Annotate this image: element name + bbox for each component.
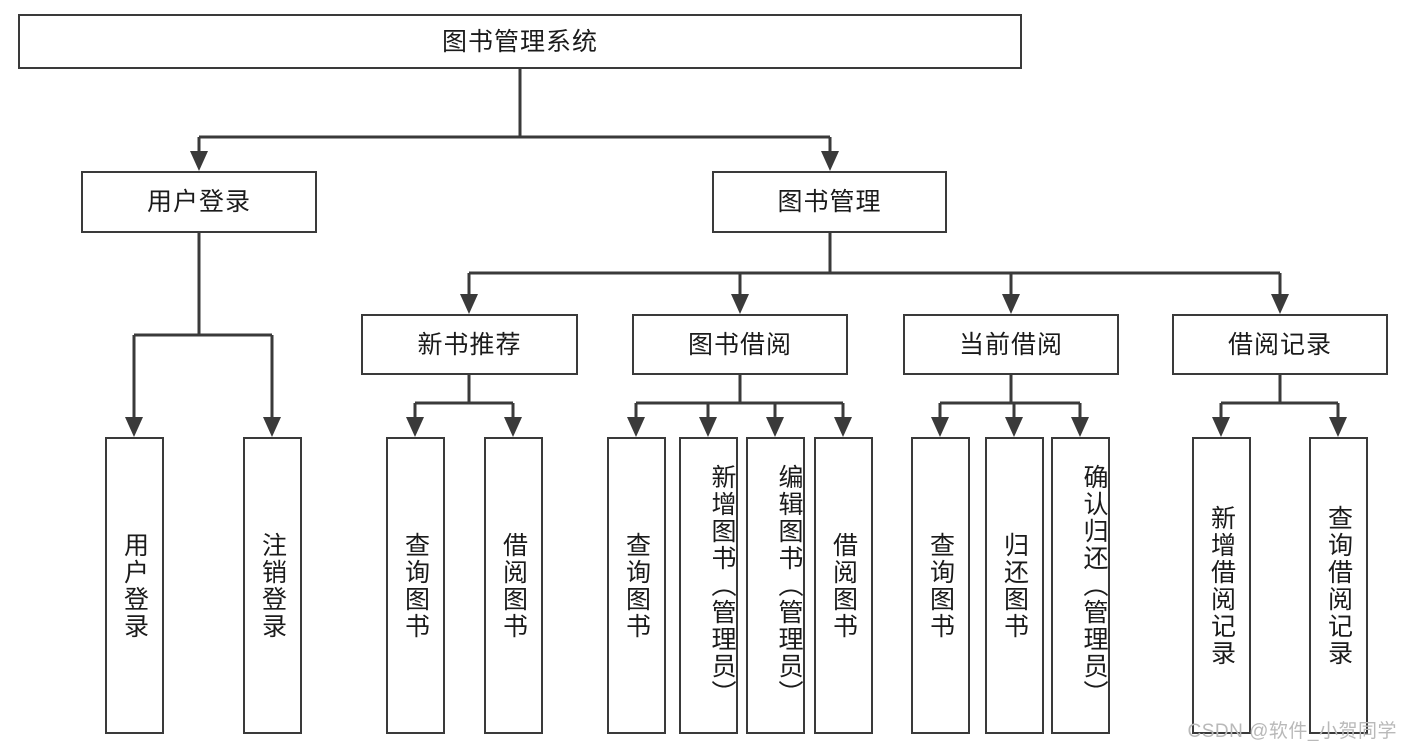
node-leaf-query-record-label: 查询借阅记录 bbox=[1324, 504, 1353, 667]
node-leaf-user-login[interactable]: 用户登录 bbox=[105, 437, 164, 734]
node-current-borrow[interactable]: 当前借阅 bbox=[903, 314, 1119, 375]
node-book-borrow-label: 图书借阅 bbox=[687, 330, 792, 359]
node-root[interactable]: 图书管理系统 bbox=[18, 14, 1022, 69]
node-book-borrow[interactable]: 图书借阅 bbox=[632, 314, 848, 375]
node-leaf-return-book-label: 归还图书 bbox=[1000, 531, 1029, 640]
node-leaf-query-record[interactable]: 查询借阅记录 bbox=[1309, 437, 1368, 734]
node-new-book-rec-label: 新书推荐 bbox=[417, 330, 522, 359]
node-leaf-query-book-cur[interactable]: 查询图书 bbox=[911, 437, 970, 734]
node-book-manage-label: 图书管理 bbox=[777, 188, 882, 216]
node-leaf-query-book-rec-label: 查询图书 bbox=[401, 531, 430, 640]
node-leaf-borrow-book-label: 借阅图书 bbox=[829, 531, 858, 640]
node-leaf-borrow-book-rec[interactable]: 借阅图书 bbox=[484, 437, 543, 734]
node-leaf-add-book[interactable]: 新增图书（管理员） bbox=[679, 437, 738, 734]
node-new-book-rec[interactable]: 新书推荐 bbox=[361, 314, 578, 375]
node-leaf-user-logout[interactable]: 注销登录 bbox=[243, 437, 302, 734]
node-leaf-confirm-return-label: 确认归还（管理员） bbox=[1080, 464, 1108, 707]
node-leaf-query-book-cur-label: 查询图书 bbox=[926, 531, 955, 640]
node-leaf-add-record-label: 新增借阅记录 bbox=[1207, 504, 1236, 667]
node-leaf-user-login-label: 用户登录 bbox=[120, 531, 149, 640]
node-leaf-return-book[interactable]: 归还图书 bbox=[985, 437, 1044, 734]
node-root-label: 图书管理系统 bbox=[441, 27, 598, 56]
node-leaf-edit-book-label: 编辑图书（管理员） bbox=[775, 464, 803, 707]
node-leaf-query-book-borrow-label: 查询图书 bbox=[622, 531, 651, 640]
node-leaf-add-book-label: 新增图书（管理员） bbox=[708, 464, 736, 707]
node-borrow-record[interactable]: 借阅记录 bbox=[1172, 314, 1388, 375]
node-leaf-user-logout-label: 注销登录 bbox=[258, 531, 287, 640]
node-leaf-add-record[interactable]: 新增借阅记录 bbox=[1192, 437, 1251, 734]
node-book-manage[interactable]: 图书管理 bbox=[712, 171, 947, 233]
node-borrow-record-label: 借阅记录 bbox=[1227, 330, 1332, 359]
node-user-login[interactable]: 用户登录 bbox=[81, 171, 317, 233]
node-leaf-edit-book[interactable]: 编辑图书（管理员） bbox=[746, 437, 805, 734]
node-leaf-query-book-rec[interactable]: 查询图书 bbox=[386, 437, 445, 734]
node-leaf-borrow-book[interactable]: 借阅图书 bbox=[814, 437, 873, 734]
node-leaf-confirm-return[interactable]: 确认归还（管理员） bbox=[1051, 437, 1110, 734]
node-user-login-label: 用户登录 bbox=[146, 188, 251, 216]
node-leaf-borrow-book-rec-label: 借阅图书 bbox=[499, 531, 528, 640]
watermark-text: CSDN @软件_小贺同学 bbox=[1187, 721, 1397, 742]
node-current-borrow-label: 当前借阅 bbox=[958, 330, 1063, 359]
node-leaf-query-book-borrow[interactable]: 查询图书 bbox=[607, 437, 666, 734]
